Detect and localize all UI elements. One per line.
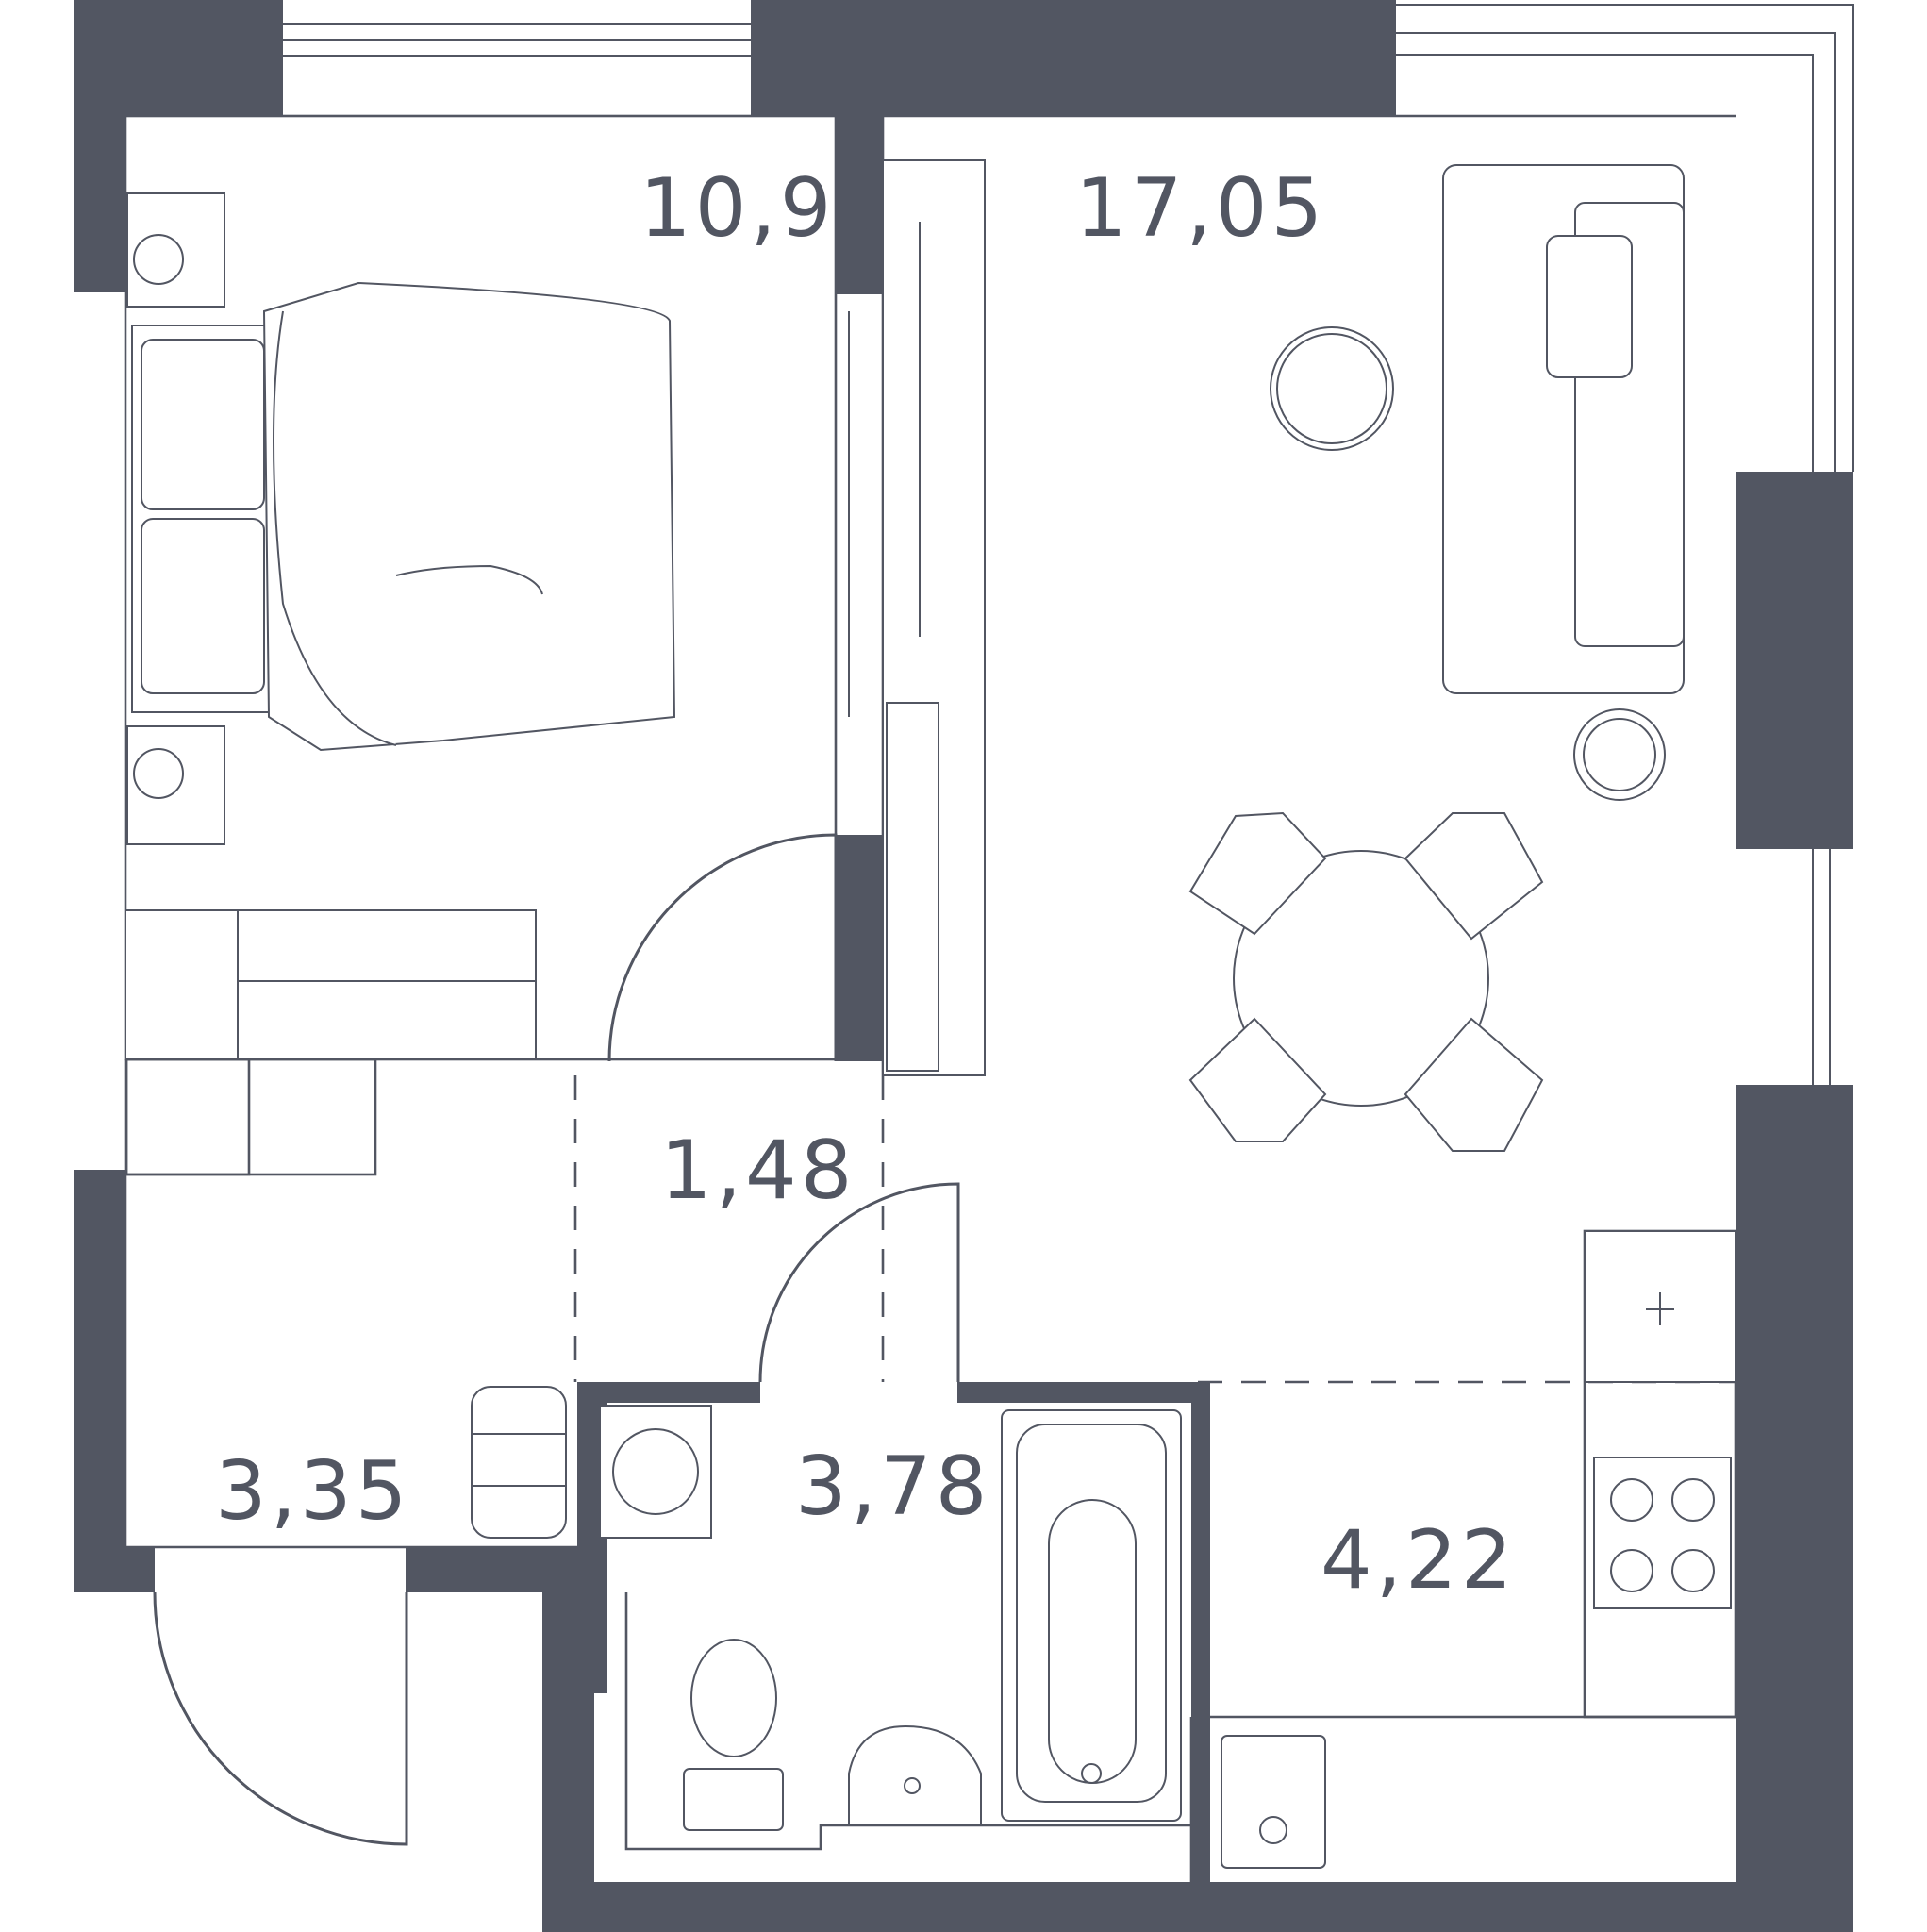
bathtub-icon — [1001, 1409, 1182, 1822]
sofa-icon — [1442, 164, 1685, 694]
wardrobe-shelves — [886, 702, 939, 1072]
wardrobe-icon — [848, 159, 986, 1076]
area-label-bedroom: 10,91 — [640, 161, 890, 256]
pouf-icon — [1573, 708, 1666, 801]
fridge-icon — [1584, 1230, 1736, 1383]
area-label-hall: 1,48 — [660, 1124, 856, 1218]
sink-icon — [848, 1724, 982, 1826]
kitchen-sink-icon — [1221, 1735, 1326, 1869]
zone-dividers — [573, 1075, 1736, 1384]
chair-icon — [1188, 811, 1544, 1152]
dining-table-icon — [1233, 850, 1489, 1107]
area-labels: 10,91 17,05 1,48 3,35 3,78 4,22 — [215, 161, 1516, 1607]
toilet-icon — [683, 1639, 784, 1831]
coffee-table-icon — [1270, 326, 1394, 451]
doors — [153, 833, 960, 1846]
area-label-living: 17,05 — [1075, 161, 1326, 256]
stove-icon — [1593, 1457, 1732, 1609]
pouf-icon — [471, 1386, 567, 1539]
washing-machine-icon — [599, 1405, 712, 1539]
bed-icon — [131, 281, 676, 752]
wardrobe-icon — [125, 909, 537, 1060]
area-label-entrance: 3,35 — [215, 1444, 410, 1539]
walls — [74, 0, 1853, 1932]
area-label-bathroom: 3,78 — [795, 1440, 990, 1534]
area-label-kitchen: 4,22 — [1321, 1513, 1516, 1607]
window-frames — [283, 4, 1854, 1099]
nightstand-icon — [126, 192, 225, 845]
